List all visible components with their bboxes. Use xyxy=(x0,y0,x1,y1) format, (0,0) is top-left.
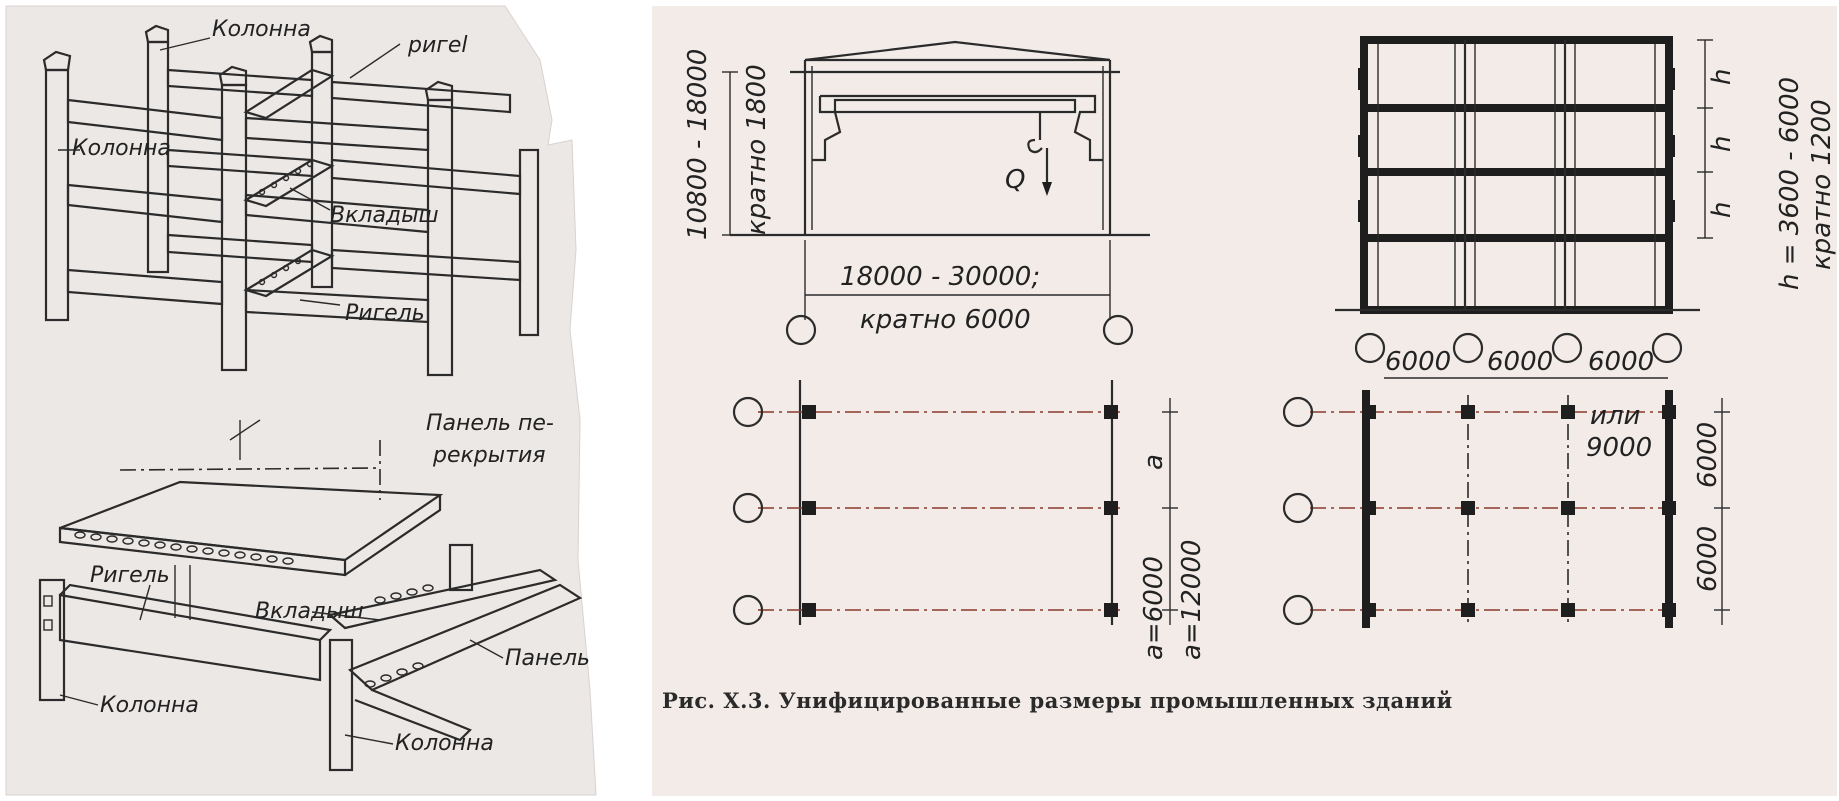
axis-bubble xyxy=(732,594,764,626)
axis-bubble xyxy=(1354,332,1386,364)
span-1: 6000 xyxy=(1385,347,1451,377)
span-3: 6000 xyxy=(1588,347,1654,377)
bay-dim-2: a=12000 xyxy=(1177,540,1207,660)
axis-bubble xyxy=(732,492,764,524)
left-page: Колонна ригеl Колонна Вкладыш Ригель Пан… xyxy=(5,5,597,796)
alt-label: или xyxy=(1590,401,1640,431)
axis-bubble xyxy=(1551,332,1583,364)
single-span-plan: a a=6000 a=12000 xyxy=(732,380,1207,660)
axis-bubble xyxy=(1282,492,1314,524)
height-dim-text: 10800 - 18000 xyxy=(683,49,713,240)
frame-isometric-drawing xyxy=(42,24,540,377)
storey-label-2: h xyxy=(1707,136,1737,152)
paper-right xyxy=(652,6,1837,796)
paper-left xyxy=(5,5,597,796)
multi-storey-plan: или 9000 6000 6000 xyxy=(1282,390,1730,628)
label-rigel-top: ригеl xyxy=(407,33,467,58)
axis-bubble xyxy=(1282,396,1314,428)
column-marks xyxy=(1362,405,1676,617)
label-vkladysh-top: Вкладыш xyxy=(330,203,439,228)
axis-bubble xyxy=(1282,594,1314,626)
panel-assembly-drawing xyxy=(38,440,583,772)
alt-value: 9000 xyxy=(1586,433,1652,463)
slab-holes xyxy=(74,531,434,688)
label-kolonna-left: Колонна xyxy=(72,136,171,161)
axis-bubble xyxy=(1651,332,1683,364)
label-rigel-low: Ригель xyxy=(90,563,170,588)
storey-height-dim: h = 3600 - 6000 xyxy=(1775,77,1805,290)
bay-dim-b: 6000 xyxy=(1693,526,1723,592)
load-label: Q xyxy=(1005,165,1025,195)
crane-hook xyxy=(1027,112,1043,154)
axis-bubble xyxy=(1102,314,1134,346)
figure-caption: Рис. X.3. Унифицированные размеры промыш… xyxy=(662,688,1453,713)
storey-label-1: h xyxy=(1707,69,1737,85)
label-panel-perekrytiya-1: Панель пе- xyxy=(426,411,554,436)
axis-bubble xyxy=(732,396,764,428)
label-kolonna-top: Колонна xyxy=(212,17,311,42)
height-mult-text: кратно 1800 xyxy=(742,64,772,235)
label-rigel-mid: Ригель xyxy=(345,301,425,326)
bay-dim-1: a=6000 xyxy=(1139,556,1169,660)
single-span-section: Q 10800 - 18000 кратно 1800 18000 - 3000… xyxy=(683,40,1150,346)
label-vkladysh-low: Вкладыш xyxy=(255,599,364,624)
storey-height-mult: кратно 1200 xyxy=(1807,99,1837,270)
leader-lines-top xyxy=(58,37,401,460)
span-mult-text: кратно 6000 xyxy=(860,305,1031,335)
multi-storey-section: h h h h = 3600 - 6000 кратно 1200 6000 6… xyxy=(1335,36,1837,379)
span-dim-text: 18000 - 30000; xyxy=(840,262,1040,292)
label-kolonna-bottom-right: Колонна xyxy=(395,731,494,756)
axis-bubble xyxy=(785,314,817,346)
span-2: 6000 xyxy=(1487,347,1553,377)
right-page: Q 10800 - 18000 кратно 1800 18000 - 3000… xyxy=(652,6,1837,796)
guide-line xyxy=(119,467,381,471)
storey-label-3: h xyxy=(1707,202,1737,218)
bay-dim-a: 6000 xyxy=(1693,422,1723,488)
bay-label: a xyxy=(1139,454,1169,470)
axis-bubble xyxy=(1452,332,1484,364)
label-panel-perekrytiya-2: рекрытия xyxy=(432,443,545,468)
label-kolonna-bottom-left: Колонна xyxy=(100,693,199,718)
column-marks xyxy=(802,405,1118,617)
label-panel-right: Панель xyxy=(505,646,590,671)
crane-girder xyxy=(833,98,1077,114)
